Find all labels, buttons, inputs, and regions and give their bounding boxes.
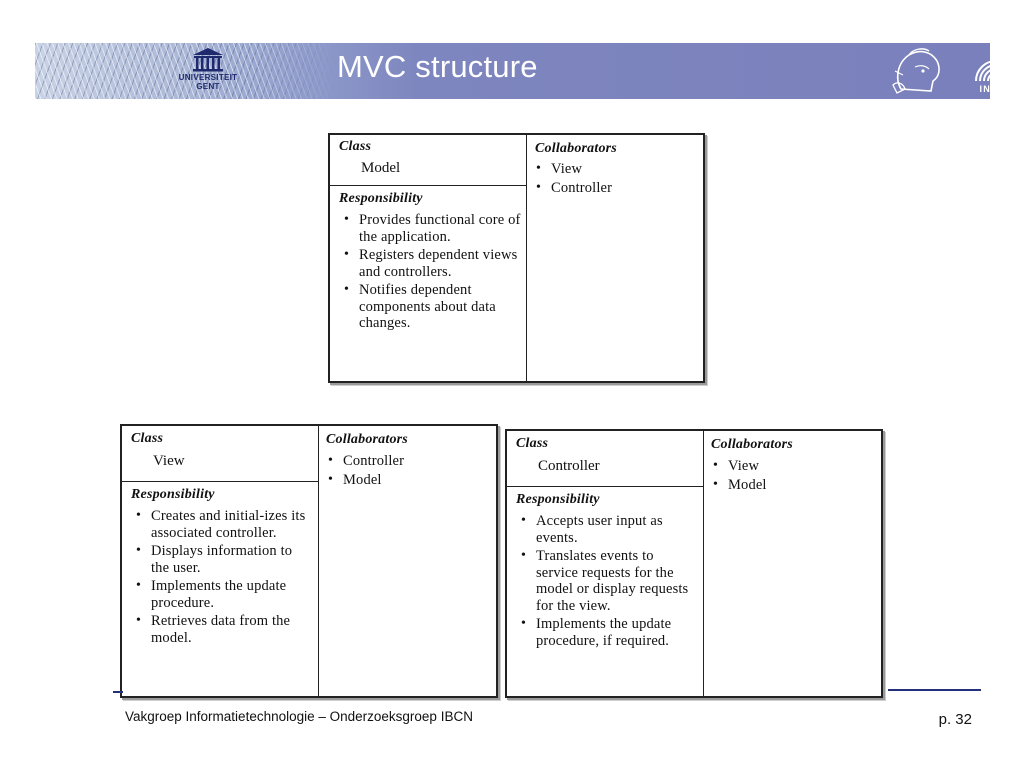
footer-rule-left: [113, 691, 123, 693]
class-name: View: [153, 453, 185, 469]
crc-card-controller: Class Controller Responsibility Accepts …: [505, 429, 883, 698]
responsibility-label: Responsibility: [131, 487, 215, 502]
view-class-box: Class View: [122, 426, 318, 482]
list-item: Implements the update procedure.: [129, 578, 313, 611]
view-right-column: Collaborators Controller Model: [319, 426, 496, 696]
responsibility-list: Accepts user input as events. Translates…: [514, 513, 698, 651]
list-item: View: [529, 161, 699, 178]
list-item: View: [706, 458, 876, 475]
responsibility-label: Responsibility: [516, 492, 600, 507]
crc-card-view: Class View Responsibility Creates and in…: [120, 424, 498, 698]
collaborators-list: View Model: [706, 458, 876, 495]
grass-decoration: [35, 43, 335, 99]
list-item: Registers dependent views and controller…: [337, 247, 521, 280]
footer-text: Vakgroep Informatietechnologie – Onderzo…: [125, 709, 473, 724]
responsibility-list: Provides functional core of the applicat…: [337, 212, 521, 334]
crc-card-model: Class Model Responsibility Provides func…: [328, 133, 705, 383]
slide-title: MVC structure: [337, 49, 538, 84]
page-number: p. 32: [938, 711, 972, 728]
class-label: Class: [131, 431, 164, 446]
class-name: Controller: [538, 458, 600, 474]
header-banner: UNIVERSITEIT GENT MVC structure INTEC: [35, 43, 990, 99]
list-item: Provides functional core of the applicat…: [337, 212, 521, 245]
class-name: Model: [361, 160, 401, 176]
university-logo: UNIVERSITEIT GENT: [173, 46, 243, 96]
collaborators-label: Collaborators: [535, 141, 617, 156]
collaborators-label: Collaborators: [711, 437, 793, 452]
list-item: Accepts user input as events.: [514, 513, 698, 546]
footer-rule-right: [888, 689, 981, 691]
class-label: Class: [516, 436, 549, 451]
view-left-column: Class View Responsibility Creates and in…: [122, 426, 319, 696]
model-left-column: Class Model Responsibility Provides func…: [330, 135, 527, 381]
intec-logo: INTEC: [967, 47, 990, 97]
intec-label: INTEC: [979, 84, 991, 94]
model-right-column: Collaborators View Controller: [527, 135, 703, 381]
list-item: Notifies dependent components about data…: [337, 282, 521, 332]
list-item: Translates events to service requests fo…: [514, 548, 698, 614]
list-item: Retrieves data from the model.: [129, 613, 313, 646]
list-item: Displays information to the user.: [129, 543, 313, 576]
university-name: UNIVERSITEIT GENT: [178, 73, 238, 91]
class-label: Class: [339, 139, 372, 154]
list-item: Model: [706, 477, 876, 494]
controller-left-column: Class Controller Responsibility Accepts …: [507, 431, 704, 696]
collaborators-list: Controller Model: [321, 453, 491, 490]
list-item: Implements the update procedure, if requ…: [514, 616, 698, 649]
helmet-head-icon: [887, 45, 951, 97]
model-class-box: Class Model: [330, 135, 526, 186]
responsibility-list: Creates and initial-izes its associated …: [129, 508, 313, 648]
list-item: Controller: [321, 453, 491, 470]
list-item: Model: [321, 472, 491, 489]
controller-right-column: Collaborators View Model: [704, 431, 881, 696]
responsibility-label: Responsibility: [339, 191, 423, 206]
arch-icon: [975, 60, 990, 82]
collaborators-list: View Controller: [529, 161, 699, 198]
list-item: Creates and initial-izes its associated …: [129, 508, 313, 541]
collaborators-label: Collaborators: [326, 432, 408, 447]
building-icon: [193, 48, 223, 72]
list-item: Controller: [529, 180, 699, 197]
controller-class-box: Class Controller: [507, 431, 703, 487]
